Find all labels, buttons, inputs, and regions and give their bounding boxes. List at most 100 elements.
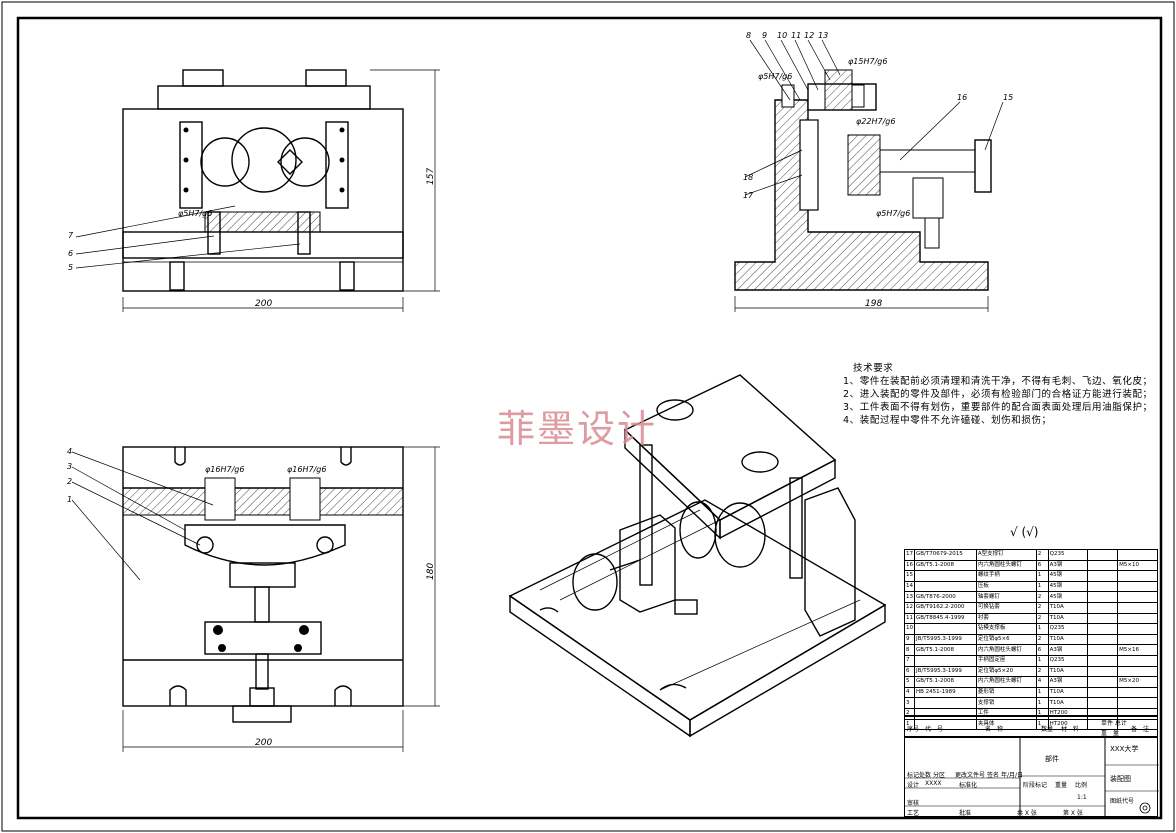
bom-cell: 10: [904, 623, 915, 635]
bom-cell: GB/T876-2000: [914, 591, 977, 603]
bom-cell: 45钢: [1047, 570, 1089, 582]
top-part-label-1: 1: [67, 495, 72, 504]
bom-cell: [1117, 601, 1158, 614]
bom-cell: [1087, 686, 1119, 699]
front-view: [75, 69, 440, 312]
title-sheets-total: 共 X 张: [1017, 810, 1037, 817]
bom-cell: [1087, 580, 1119, 593]
bom-cell: [1117, 654, 1158, 667]
bom-cell: 钻模支撑板: [975, 623, 1037, 635]
bom-cell: M5×16: [1117, 644, 1158, 656]
bom-cell: [1117, 697, 1158, 709]
bom-cell: 2: [1035, 591, 1049, 603]
bom-cell: [1087, 665, 1119, 678]
isometric-view: [508, 374, 887, 738]
side-fit-top-right: φ15H7/g6: [848, 57, 887, 66]
bom-header-qty: 数量: [1041, 726, 1054, 733]
bom-cell: Q235: [1047, 654, 1089, 667]
bom-cell: [1117, 665, 1158, 678]
top-height-dim: 180: [426, 563, 436, 580]
bom-cell: [1117, 612, 1158, 625]
bom-cell: [1117, 591, 1158, 603]
front-height-dim: 157: [426, 168, 436, 185]
bom-header-weight: 单件 总计: [1101, 720, 1127, 727]
bom-cell: 2: [1035, 612, 1049, 625]
bom-cell: 1: [1035, 718, 1049, 731]
title-block: 部件 XXX大学 装配图 图纸代号 阶段标记 重量 比例 1:1 共 X 张 第…: [904, 737, 1159, 818]
bom-cell: 4: [904, 686, 915, 699]
bom-cell: GB/T9162.2-2000: [914, 601, 977, 614]
bom-cell: 内六角圆柱头螺钉: [975, 644, 1037, 656]
title-grid: [905, 738, 1159, 818]
bom-cell: HT200: [1047, 718, 1089, 731]
bom-cell: 15: [904, 570, 915, 582]
title-zone: 分区: [933, 772, 946, 779]
bom-cell: [1087, 697, 1119, 709]
bom-cell: 夹具体: [975, 718, 1037, 731]
title-scale: 1:1: [1077, 794, 1087, 801]
title-sign: 签名: [987, 772, 1000, 779]
bom-cell: GB/T5.1-2008: [914, 644, 977, 656]
title-std: 标准化: [959, 782, 978, 789]
side-width-dim: 198: [865, 299, 882, 309]
bom-cell: [1117, 633, 1158, 646]
bom-cell: 8: [904, 644, 915, 656]
side-part-label-8: 8: [746, 31, 751, 40]
bom-cell: [1087, 654, 1119, 667]
title-drawing: 装配图: [1110, 775, 1131, 783]
bom-cell: [1087, 633, 1119, 646]
bom-cell: 内六角圆柱头螺钉: [975, 559, 1037, 572]
bom-cell: 6: [1035, 559, 1049, 572]
bom-cell: 1: [1035, 570, 1049, 582]
bom-cell: A3钢: [1047, 676, 1089, 688]
top-view: [71, 446, 440, 752]
bom-cell: [1117, 686, 1158, 699]
side-part-label-18: 18: [743, 173, 753, 182]
top-fit-right: φ16H7/g6: [287, 465, 326, 474]
title-drawing-no: 图纸代号: [1110, 798, 1135, 805]
side-view: [734, 39, 1004, 312]
bom-cell: T10A: [1047, 686, 1089, 699]
title-approve: 批准: [959, 810, 972, 817]
bom-cell: Q235: [1047, 623, 1089, 635]
title-count: 处数: [919, 772, 932, 779]
bom-cell: 螺纹手柄: [975, 570, 1037, 582]
bom-cell: A型支撑钉: [975, 549, 1037, 561]
bom-cell: [914, 570, 977, 582]
inner-border: [16, 16, 1163, 820]
title-design: 设计: [907, 782, 920, 789]
bom-cell: 衬套: [975, 612, 1037, 625]
bom-cell: 6: [904, 665, 915, 678]
title-date: 年/月/日: [1001, 772, 1024, 779]
bom-cell: GB/T70679-2015: [914, 549, 977, 561]
side-fit-bottom: φ5H7/g6: [876, 209, 910, 218]
bom-cell: [1117, 623, 1158, 635]
bom-cell: [914, 697, 977, 709]
front-part-label-6: 6: [68, 249, 73, 258]
tech-heading: 技术要求: [853, 363, 894, 374]
side-part-label-13: 13: [818, 31, 828, 40]
top-part-label-2: 2: [67, 477, 72, 486]
title-part: 部件: [1045, 755, 1059, 763]
bom-cell: 9: [904, 633, 915, 646]
title-weight: 重量: [1055, 782, 1068, 789]
bom-cell: 2: [1035, 601, 1049, 614]
bom-cell: 7: [904, 654, 915, 667]
front-part-label-5: 5: [68, 263, 73, 272]
side-fit-mid: φ22H7/g6: [856, 117, 895, 126]
bom-cell: 定位销φ5×20: [975, 665, 1037, 678]
bom-cell: HB 2451-1989: [914, 686, 977, 699]
bom-cell: [1087, 612, 1119, 625]
bom-cell: [1087, 559, 1119, 572]
